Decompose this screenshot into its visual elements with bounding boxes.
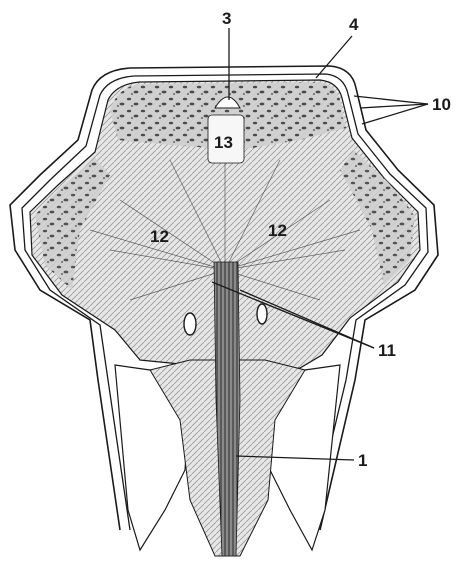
left-oval [184,313,196,335]
label-12-left: 12 [150,227,169,246]
label-10: 10 [432,95,451,114]
label-4: 4 [349,15,359,34]
label-12-right: 12 [268,221,287,240]
right-oval [257,304,267,324]
label-3: 3 [222,9,231,28]
label-11: 11 [378,341,396,360]
label-1: 1 [358,451,367,470]
label-13: 13 [214,133,233,152]
leader-10a [354,96,428,104]
